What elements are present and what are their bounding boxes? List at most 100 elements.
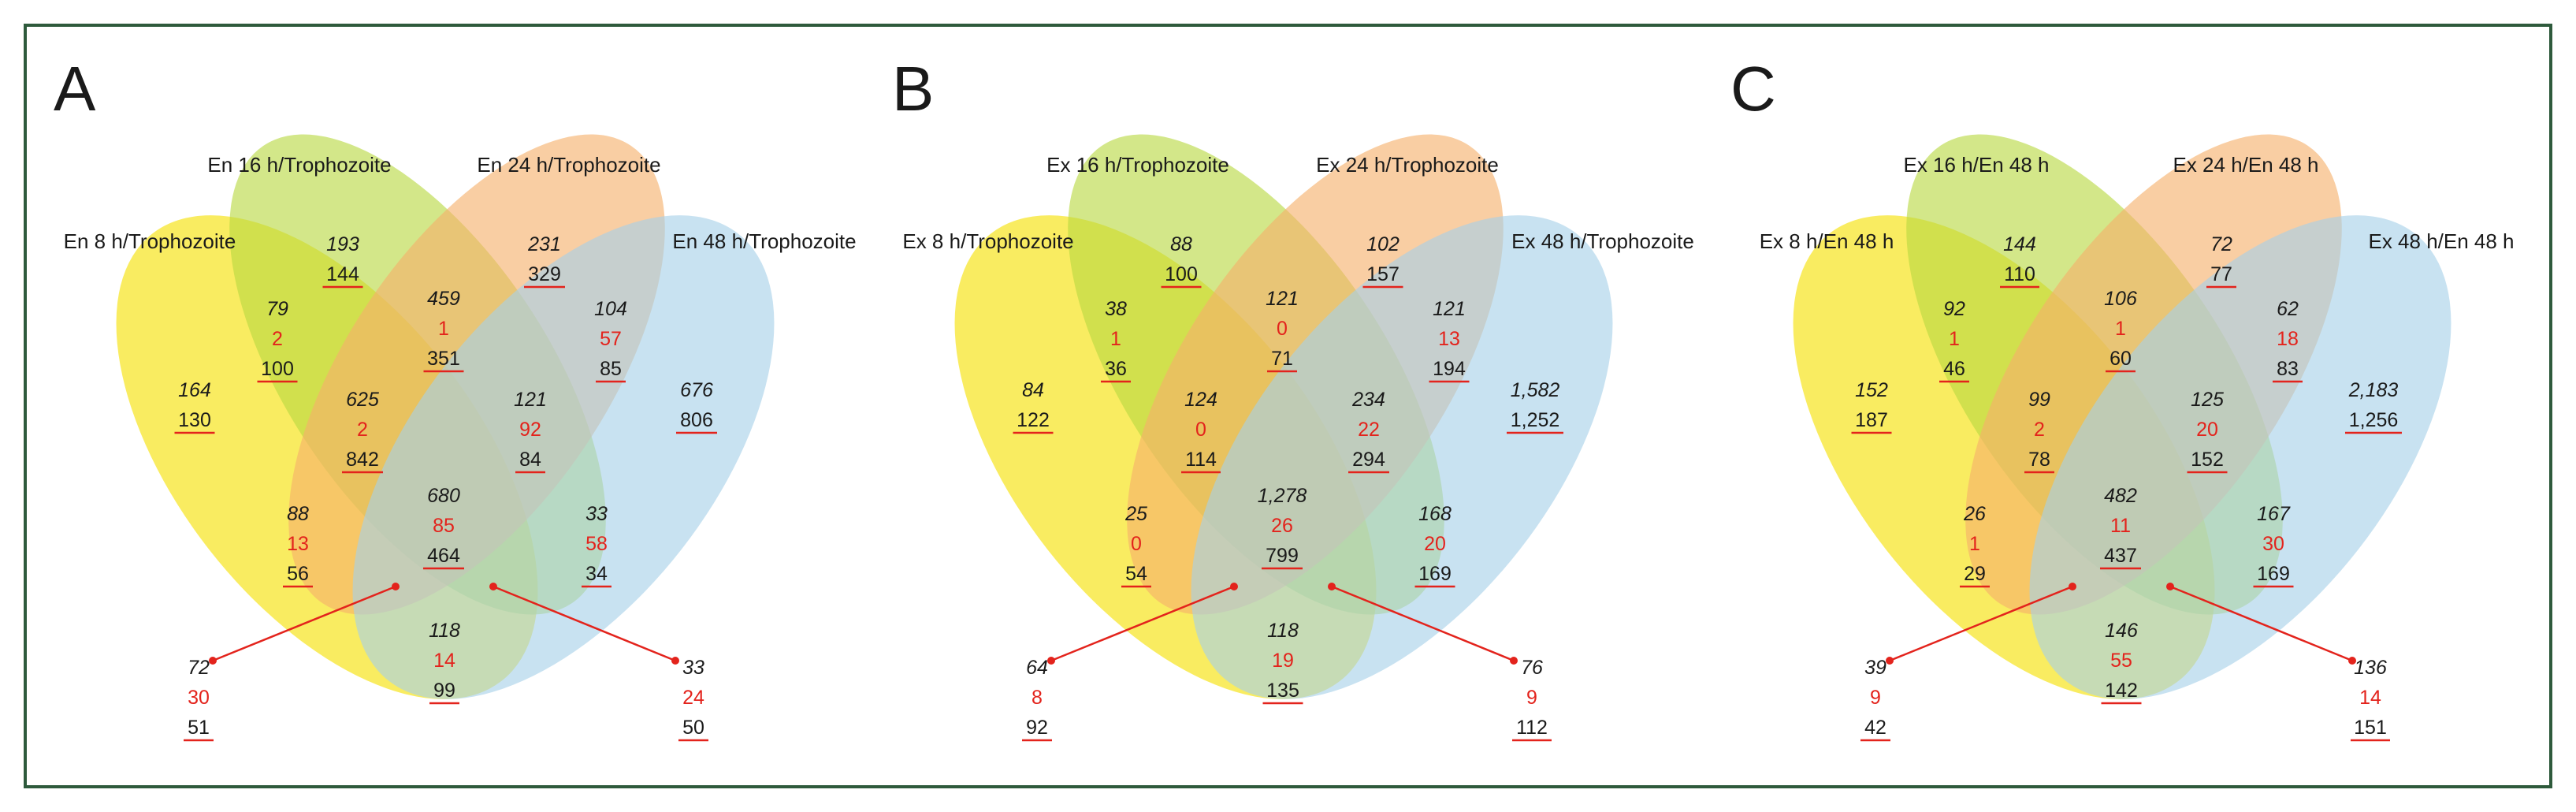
- region-count: 0: [1277, 318, 1288, 340]
- region-count: 164: [178, 379, 211, 401]
- region-count: 151: [2354, 717, 2387, 739]
- region-count: 169: [1418, 563, 1452, 585]
- region-count: 13: [287, 533, 309, 555]
- set-label-4: Ex 48 h/En 48 h: [2368, 229, 2514, 253]
- region-count: 92: [519, 419, 541, 441]
- region-count: 72: [2210, 233, 2232, 255]
- region-count: 22: [1358, 419, 1380, 441]
- region-count: 36: [1105, 358, 1127, 380]
- region-count: 193: [326, 233, 359, 255]
- region-count: 99: [433, 680, 455, 702]
- region-count: 100: [261, 358, 294, 380]
- set-ellipse-4: [2029, 215, 2451, 699]
- region-count: 58: [585, 533, 608, 555]
- region-count: 1,256: [2349, 409, 2399, 431]
- region-count: 294: [1352, 449, 1385, 471]
- region-count: 121: [514, 389, 547, 411]
- region-count: 33: [682, 657, 704, 679]
- region-count: 351: [427, 348, 460, 370]
- region-count: 20: [2196, 419, 2218, 441]
- region-count: 33: [585, 503, 608, 525]
- set-label-1: Ex 8 h/Trophozoite: [902, 229, 1073, 253]
- region-count: 54: [1125, 563, 1147, 585]
- region-count: 1,582: [1511, 379, 1560, 401]
- set-label-1: Ex 8 h/En 48 h: [1760, 229, 1894, 253]
- leader-line: [1889, 585, 2073, 662]
- region-count: 56: [287, 563, 309, 585]
- region-count: 464: [427, 545, 460, 567]
- region-count: 38: [1105, 298, 1127, 320]
- region-count: 1: [1110, 328, 1121, 350]
- region-count: 14: [2359, 687, 2381, 709]
- region-count: 46: [1943, 358, 1965, 380]
- region-s4: 1,582 1,252: [1507, 379, 1563, 434]
- region-count: 29: [1964, 563, 1986, 585]
- region-count: 76: [1521, 657, 1543, 679]
- region-count: 112: [1516, 717, 1548, 739]
- region-count: 30: [2262, 533, 2284, 555]
- set-label-4: En 48 h/Trophozoite: [672, 229, 856, 253]
- leader-line: [1050, 585, 1235, 662]
- region-count: 142: [2105, 680, 2138, 702]
- region-count: 144: [326, 263, 359, 285]
- region-count: 9: [1870, 687, 1881, 709]
- leader-dot: [671, 657, 679, 665]
- panel-letter: A: [54, 54, 96, 124]
- region-count: 1,252: [1511, 409, 1560, 431]
- region-count: 84: [1022, 379, 1044, 401]
- region-count: 104: [594, 298, 627, 320]
- region-count: 72: [188, 657, 210, 679]
- region-count: 234: [1351, 389, 1385, 411]
- set-label-1: En 8 h/Trophozoite: [64, 229, 236, 253]
- panel-letter: C: [1730, 54, 1776, 124]
- region-count: 1: [1949, 328, 1960, 350]
- region-count: 55: [2110, 650, 2132, 672]
- region-count: 625: [346, 389, 379, 411]
- region-count: 9: [1526, 687, 1537, 709]
- region-count: 110: [2004, 263, 2035, 285]
- set-label-3: Ex 24 h/Trophozoite: [1316, 153, 1499, 177]
- region-count: 680: [427, 485, 460, 507]
- region-count: 57: [600, 328, 622, 350]
- leader-dot: [1047, 657, 1055, 665]
- region-count: 24: [682, 687, 704, 709]
- region-count: 30: [188, 687, 210, 709]
- region-count: 85: [600, 358, 622, 380]
- region-count: 1: [1969, 533, 1980, 555]
- region-count: 1,278: [1258, 485, 1307, 507]
- region-count: 11: [2110, 515, 2131, 537]
- leader-line: [212, 585, 396, 662]
- region-count: 92: [1943, 298, 1965, 320]
- region-count: 118: [1267, 620, 1299, 642]
- region-s1234: 680 85 464: [423, 485, 464, 570]
- region-count: 13: [1438, 328, 1460, 350]
- region-count: 1: [2115, 318, 2126, 340]
- leader-dot: [1510, 657, 1518, 665]
- region-s34: 104 57 85: [594, 298, 627, 383]
- region-count: 85: [433, 515, 455, 537]
- figure-frame: [24, 24, 2552, 788]
- region-count: 77: [2210, 263, 2232, 285]
